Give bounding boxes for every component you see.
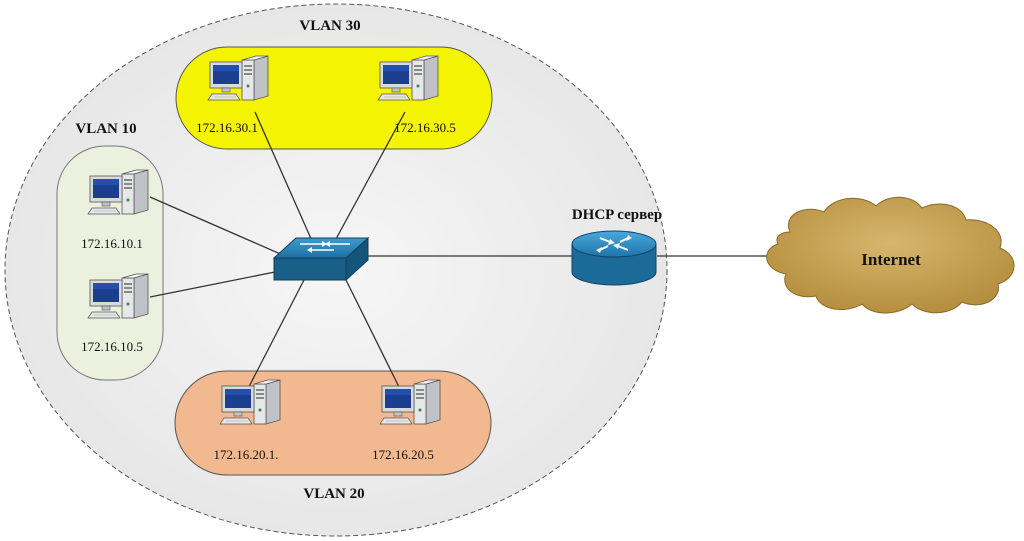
link-switch-vlan30-host2: [329, 111, 406, 251]
vlan20-host2-ip: 172.16.20.5: [372, 447, 434, 462]
router-label: DHCP сервер: [572, 207, 662, 223]
vlan30-host2-ip: 172.16.30.5: [394, 120, 456, 135]
link-switch-vlan30-host1: [254, 111, 317, 251]
vlan10-host1-ip: 172.16.10.1: [81, 236, 143, 251]
link-switch-vlan10-host2: [149, 269, 286, 298]
router-icon: [571, 230, 657, 286]
vlan30-host1-ip: 172.16.30.1: [196, 120, 258, 135]
vlan10-label: VLAN 10: [75, 121, 136, 137]
vlan30-label: VLAN 30: [299, 18, 360, 34]
vlan20-label: VLAN 20: [303, 486, 364, 502]
link-switch-vlan10-host1: [149, 196, 286, 257]
internet-label: Internet: [861, 250, 921, 269]
link-switch-vlan20-host2: [344, 277, 403, 394]
vlan10-host2-ip: 172.16.10.5: [81, 339, 143, 354]
cloud-icon: [766, 196, 1015, 314]
switch-icon: [272, 236, 370, 282]
vlan20-host1-ip: 172.16.20.1.: [214, 447, 279, 462]
